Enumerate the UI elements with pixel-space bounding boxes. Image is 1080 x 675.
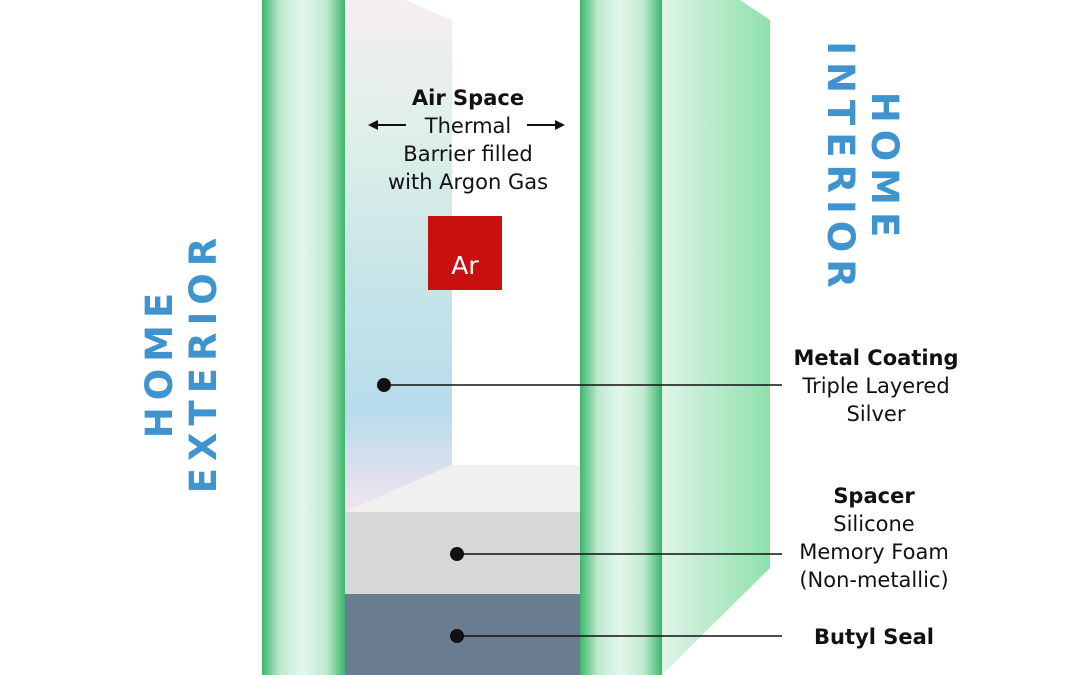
metal-coating-marker xyxy=(377,378,391,392)
metal-coating-desc-line: Triple Layered xyxy=(802,374,950,398)
air-space-title: Air Space xyxy=(411,86,525,110)
air-space-arrows xyxy=(368,120,565,130)
interior-glass-pane xyxy=(580,0,662,675)
butyl-seal-callout: Butyl Seal xyxy=(814,623,934,651)
exterior-label-line-1: HOME xyxy=(138,285,181,439)
air-space-callout: Air Space Thermal Barrier filled with Ar… xyxy=(388,84,548,196)
spacer-callout: Spacer Silicone Memory Foam (Non-metalli… xyxy=(799,482,949,594)
butyl-seal-marker xyxy=(450,629,464,643)
metal-coating-desc-line: Silver xyxy=(846,402,906,426)
spacer-top-face xyxy=(345,465,580,512)
argon-symbol-badge: Ar xyxy=(428,216,502,290)
metal-coating-title: Metal Coating xyxy=(793,346,959,370)
spacer-title: Spacer xyxy=(833,484,915,508)
exterior-label-line-2: EXTERIOR xyxy=(182,230,225,494)
home-exterior-label: HOME EXTERIOR xyxy=(138,231,226,494)
spacer-desc-line: Memory Foam xyxy=(799,540,949,564)
air-space-desc-line: Thermal xyxy=(424,114,512,138)
exterior-glass-pane xyxy=(262,0,345,675)
metal-coating-layer xyxy=(345,0,452,512)
interior-label-line-2: INTERIOR xyxy=(819,41,862,295)
air-space-desc-line: Barrier filled xyxy=(403,142,533,166)
spacer-marker xyxy=(450,547,464,561)
spacer-desc-line: Silicone xyxy=(833,512,915,536)
argon-symbol-text: Ar xyxy=(451,251,479,280)
air-space-desc-line: with Argon Gas xyxy=(387,170,549,194)
butyl-seal-title: Butyl Seal xyxy=(814,625,934,649)
metal-coating-callout: Metal Coating Triple Layered Silver xyxy=(793,344,958,428)
interior-glass-perspective xyxy=(662,0,770,675)
home-interior-label: HOME INTERIOR xyxy=(818,41,906,294)
interior-label-line-1: HOME xyxy=(863,91,906,245)
spacer-desc-line: (Non-metallic) xyxy=(799,568,949,592)
